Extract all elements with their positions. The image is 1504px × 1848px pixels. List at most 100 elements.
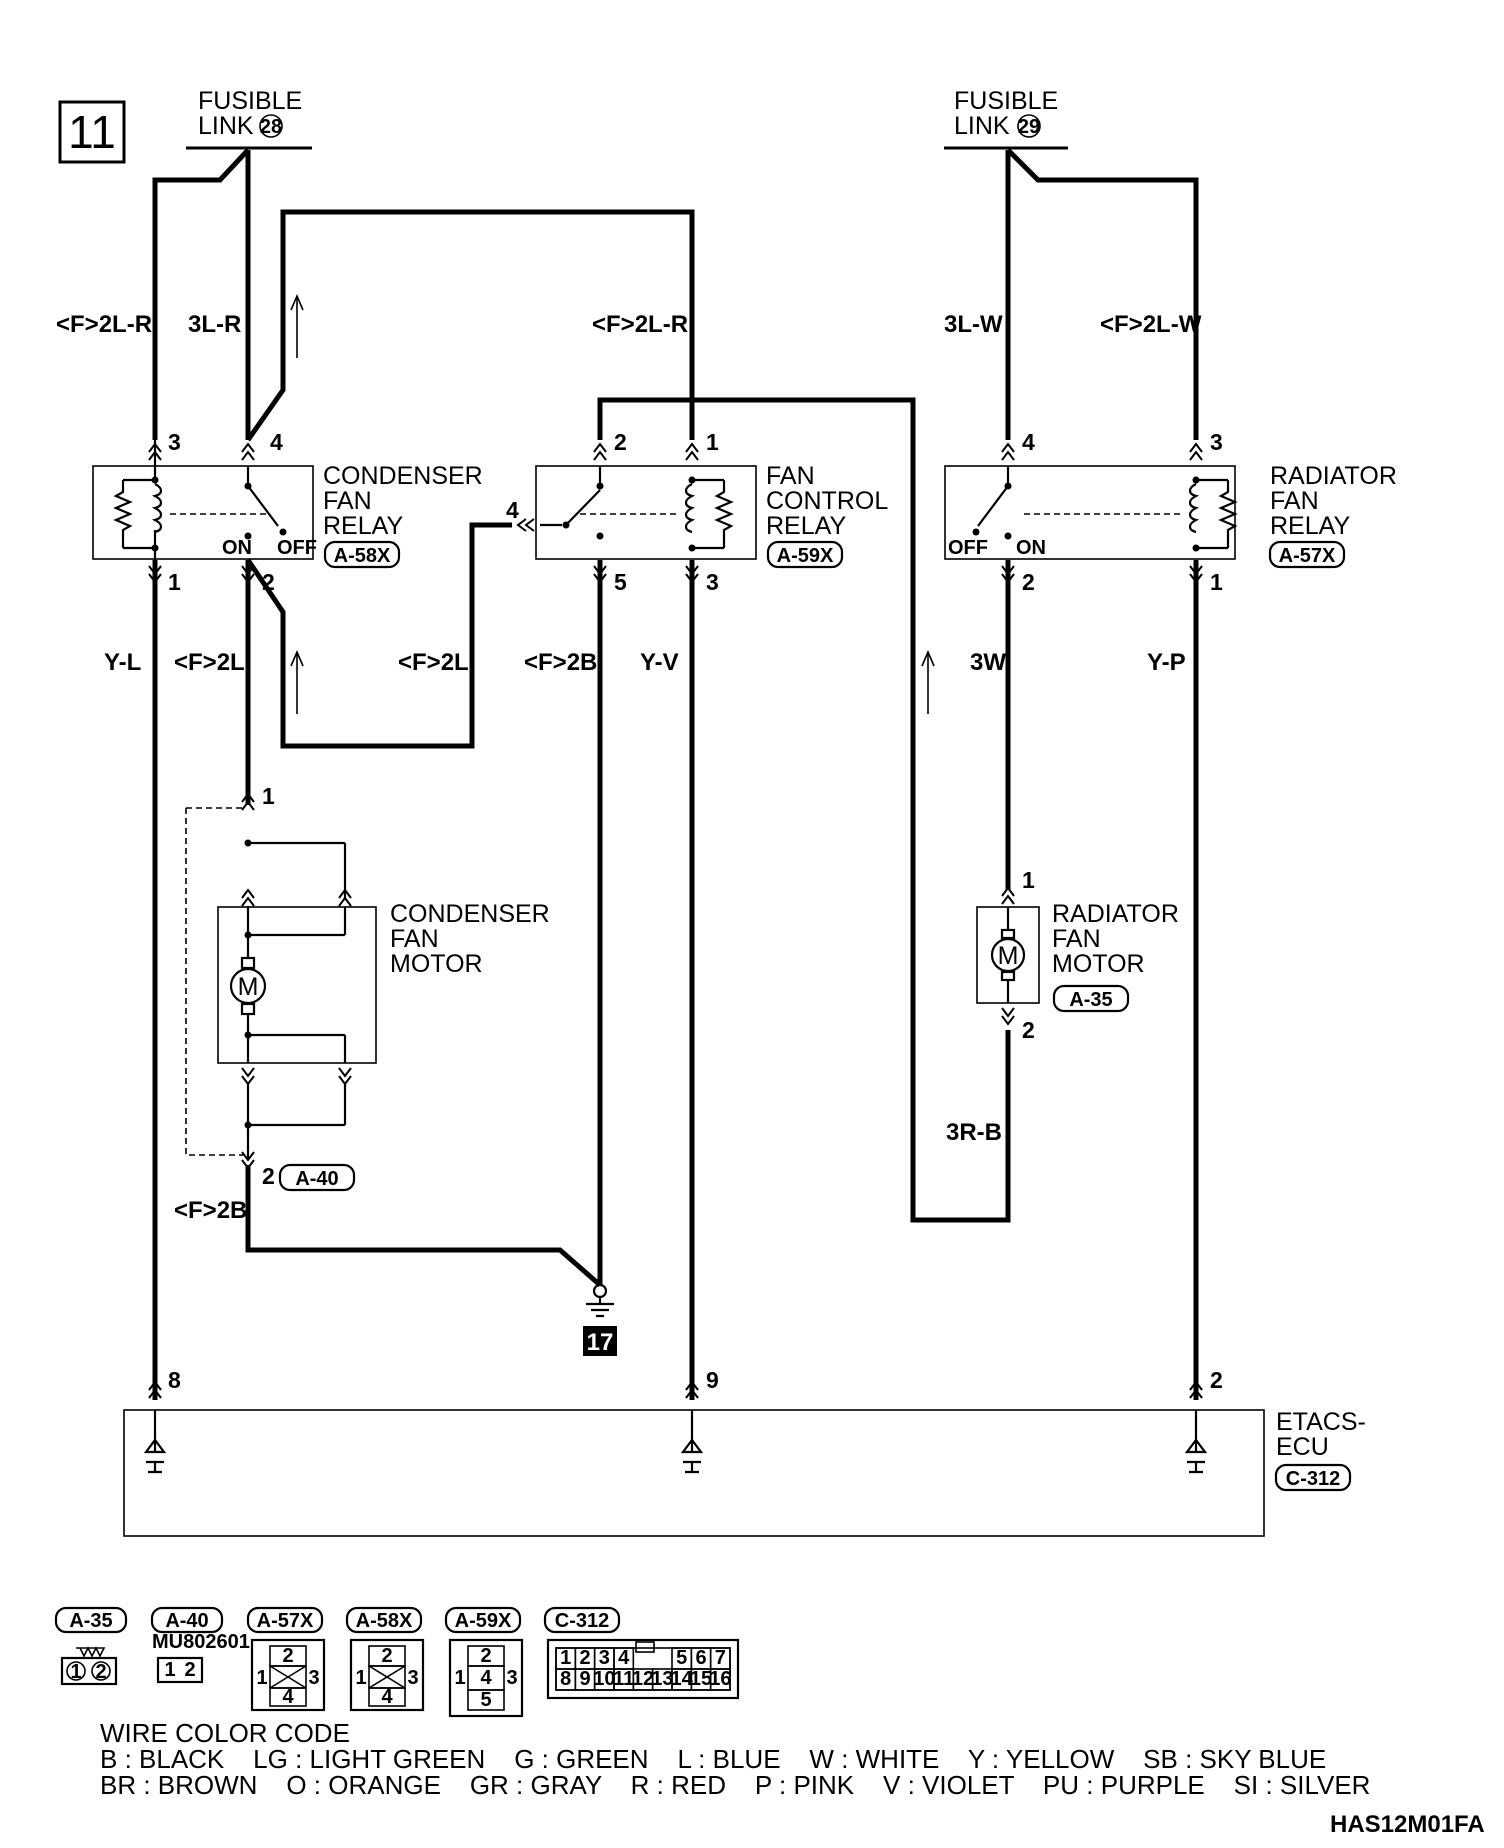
connector-pin: 2 <box>579 1647 590 1669</box>
pin-label: 2 <box>1210 1367 1223 1393</box>
connector-label: A-40 <box>165 1610 208 1632</box>
pin-label: 4 <box>1022 429 1035 455</box>
condenser-motor-symbol: M <box>238 973 259 1001</box>
pin-label: 4 <box>506 497 519 523</box>
radiator-relay-label-3: RELAY <box>1270 512 1350 540</box>
connector-pin: 3 <box>308 1667 319 1689</box>
sense-icon <box>143 1410 167 1474</box>
connector-a58x-icon: 2 1 3 4 <box>349 1638 425 1712</box>
control-relay-code: A-59X <box>777 545 834 567</box>
pin-label: 2 <box>1022 569 1035 595</box>
connector-pin: 16 <box>709 1668 731 1690</box>
condenser-relay-on: ON <box>222 537 252 559</box>
radiator-motor-label-1: RADIATOR <box>1052 900 1179 928</box>
flow-arrows <box>290 293 935 714</box>
pin-label: 1 <box>168 569 181 595</box>
connector-pin: 2 <box>282 1645 293 1667</box>
pin-label: 2 <box>1022 1017 1035 1043</box>
fusible-link-29-number: 29 <box>1018 116 1040 138</box>
condenser-relay-off: OFF <box>277 537 317 559</box>
condenser-fan-relay: ON OFF 3 4 1 2 CONDENSER FAN RELAY A-58X <box>92 429 483 595</box>
control-relay-label-3: RELAY <box>766 512 846 540</box>
connector-pin: 5 <box>676 1647 687 1669</box>
fusible-link-28: FUSIBLE LINK 28 <box>186 87 312 150</box>
etacs-ecu: 8 9 2 ETACS- ECU C-312 <box>123 1367 1366 1537</box>
connector-pin: 4 <box>381 1686 393 1708</box>
wire-labels: <F>2L-R 3L-R <F>2L-R 3L-W <F>2L-W Y-L <F… <box>56 311 1202 1224</box>
radiator-fan-motor: 1 M 2 RADIATOR FAN MOTOR A-35 <box>976 867 1179 1043</box>
condenser-motor-label-3: MOTOR <box>390 950 483 978</box>
radiator-motor-label-2: FAN <box>1052 925 1101 953</box>
control-relay-label-1: FAN <box>766 462 815 490</box>
condenser-relay-label-2: FAN <box>323 487 372 515</box>
connector-a57x-icon: 2 1 3 4 <box>250 1638 326 1712</box>
ground-17: 17 <box>583 1283 617 1356</box>
radiator-relay-code: A-57X <box>1279 545 1336 567</box>
fan-control-relay: 2 1 4 5 3 FAN CONTROL RELAY A-59X <box>506 429 888 595</box>
wire-label: Y-V <box>640 649 679 676</box>
radiator-relay-label-1: RADIATOR <box>1270 462 1397 490</box>
pin-label: 8 <box>168 1367 181 1393</box>
radiator-motor-label-3: MOTOR <box>1052 950 1145 978</box>
up-arrow-icon <box>921 649 935 714</box>
connector-pin: 3 <box>506 1667 517 1689</box>
pin-label: 3 <box>706 569 719 595</box>
wire-label: 3W <box>970 649 1006 676</box>
wire-label: <F>2B <box>524 649 597 676</box>
drawing-code: HAS12M01FA <box>1330 1811 1485 1838</box>
connector-pin: 3 <box>599 1647 610 1669</box>
radiator-motor-code: A-35 <box>1069 989 1112 1011</box>
radiator-relay-off: OFF <box>948 537 988 559</box>
wire-color-code-line1: B : BLACK LG : LIGHT GREEN G : GREEN L :… <box>100 1744 1326 1774</box>
wire-color-code-line2: BR : BROWN O : ORANGE GR : GRAY R : RED … <box>100 1770 1370 1800</box>
connector-pin: 9 <box>579 1668 590 1690</box>
condenser-relay-label-1: CONDENSER <box>323 462 483 490</box>
ecu-label-1: ETACS- <box>1276 1408 1366 1436</box>
wire-label: Y-L <box>104 649 141 676</box>
condenser-relay-code: A-58X <box>334 545 391 567</box>
connector-pin: 1 <box>454 1667 465 1689</box>
condenser-relay-label-3: RELAY <box>323 512 403 540</box>
fusible-link-28-number: 28 <box>260 116 282 138</box>
connector-a40-icon: MU802601 1 2 <box>152 1631 250 1684</box>
wire-label: <F>2L-R <box>592 311 688 338</box>
connector-pin: 2 <box>480 1645 491 1667</box>
connector-pin: 11 <box>613 1668 634 1690</box>
fusible-link-29: FUSIBLE LINK 29 <box>944 87 1068 150</box>
wire-label: <F>2L-R <box>56 311 152 338</box>
connector-pin: 13 <box>651 1668 673 1690</box>
connector-pin: 2 <box>95 1661 106 1683</box>
pin-label: 2 <box>262 569 275 595</box>
connector-pin: 4 <box>282 1686 294 1708</box>
connector-label: A-57X <box>257 1610 314 1632</box>
ground-number: 17 <box>587 1329 614 1356</box>
fusible-link-29-line2: LINK <box>954 112 1010 140</box>
wire-label: 3R-B <box>946 1119 1002 1146</box>
sense-icon <box>680 1410 704 1474</box>
connector-pin: 5 <box>480 1689 491 1711</box>
fusible-link-28-line1: FUSIBLE <box>198 87 302 115</box>
condenser-fan-motor: 1 M 2 A-40 CONDENSER FAN MOTOR <box>185 783 550 1192</box>
wire-label: <F>2L-W <box>1100 311 1202 338</box>
radiator-relay-on: ON <box>1016 537 1046 559</box>
page-number-box: 11 <box>58 100 126 164</box>
connector-pin: 4 <box>618 1647 630 1669</box>
condenser-motor-label-1: CONDENSER <box>390 900 550 928</box>
wire-label: <F>2L <box>398 649 469 676</box>
connector-pin: 10 <box>593 1668 615 1690</box>
connector-pin: 1 <box>560 1647 571 1669</box>
pin-label: 3 <box>1210 429 1223 455</box>
pin-label: 1 <box>1022 867 1035 893</box>
pin-label: 4 <box>270 429 283 455</box>
connector-a59x-icon: 2 1 3 4 5 <box>448 1638 524 1718</box>
connector-pin: 8 <box>560 1668 571 1690</box>
ecu-code: C-312 <box>1286 1468 1340 1490</box>
wire-label: <F>2L <box>174 649 245 676</box>
connector-a35-icon: 1 2 <box>60 1646 118 1686</box>
pin-label: 5 <box>614 569 627 595</box>
radiator-motor-symbol: M <box>998 942 1019 970</box>
wire-label: 3L-W <box>944 311 1003 338</box>
connector-pin: 1 <box>256 1667 267 1689</box>
radiator-relay-label-2: FAN <box>1270 487 1319 515</box>
